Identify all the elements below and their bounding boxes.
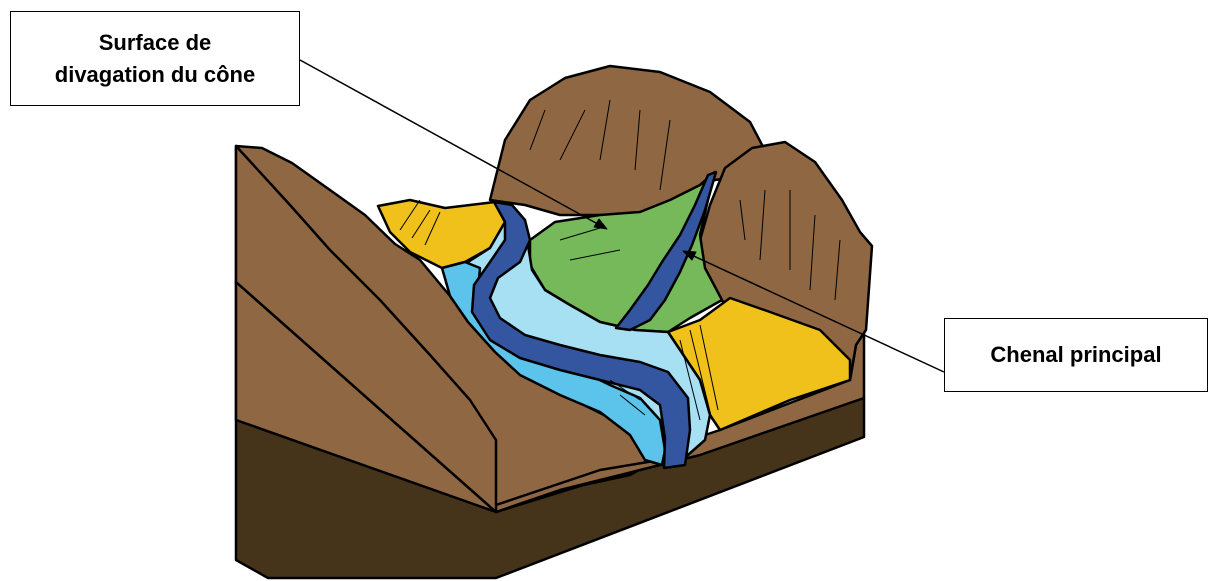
chenal-label-box: Chenal principal [944,318,1208,392]
chenal-label: Chenal principal [990,339,1161,371]
surface-label-line2: divagation du cône [55,59,255,91]
surface-label-box: Surface de divagation du cône [10,11,300,106]
surface-label-line1: Surface de [55,27,255,59]
